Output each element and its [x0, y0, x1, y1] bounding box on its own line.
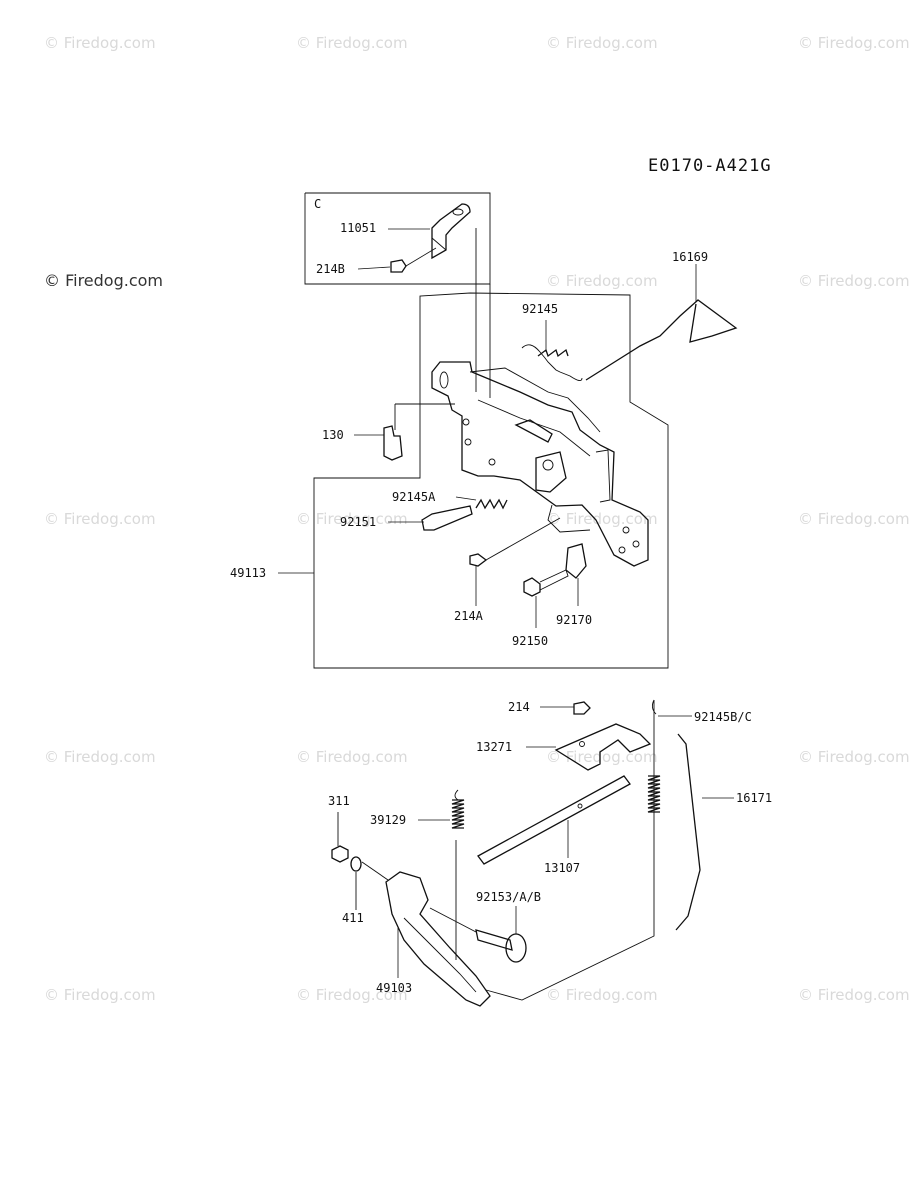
- part-label: 13271: [476, 740, 512, 754]
- watermark: © Firedog.com: [798, 272, 910, 290]
- watermark: © Firedog.com: [546, 986, 658, 1004]
- watermark: © Firedog.com: [44, 34, 156, 52]
- watermark: © Firedog.com: [296, 986, 408, 1004]
- screw-92151: [421, 505, 473, 531]
- lower-assembly-connectors: [337, 700, 655, 1001]
- part-label: 16169: [672, 250, 708, 264]
- lever-49103: [385, 871, 491, 1007]
- control-bracket-assembly: 92145 16169 130 92145A 92151 214A 92150 …: [230, 250, 738, 648]
- part-label: 13107: [544, 861, 580, 875]
- diagram-code: E0170-A421G: [648, 156, 772, 176]
- part-label: 311: [328, 794, 350, 808]
- part-label: 49103: [376, 981, 412, 995]
- upper-assembly-connectors: [313, 228, 669, 669]
- bolt-92153: [475, 929, 513, 951]
- plate-13271: [554, 723, 652, 771]
- watermark: © Firedog.com: [296, 510, 408, 528]
- part-label: 92145: [522, 302, 558, 316]
- nut-311: [331, 845, 349, 863]
- rod-16171: [675, 733, 701, 931]
- watermark: © Firedog.com: [296, 748, 408, 766]
- watermark: © Firedog.com: [798, 986, 910, 1004]
- part-label: 214: [508, 700, 530, 714]
- part-label: 92145A: [392, 490, 436, 504]
- bolt-214B: [390, 259, 407, 273]
- bolt-130: [383, 425, 403, 461]
- part-label: 16171: [736, 791, 772, 805]
- washer-411: [350, 856, 362, 872]
- inset-label: C: [314, 197, 321, 211]
- part-label: 92170: [556, 613, 592, 627]
- bracket-92170: [565, 543, 587, 579]
- part-label: 130: [322, 428, 344, 442]
- spring-92145A: [475, 498, 508, 510]
- watermark: © Firedog.com: [798, 748, 910, 766]
- part-label: 214B: [316, 262, 345, 276]
- part-label: 92150: [512, 634, 548, 648]
- part-label: 214A: [454, 609, 484, 623]
- spring-39129: [451, 799, 465, 829]
- watermark: © Firedog.com: [798, 510, 910, 528]
- watermark: © Firedog.com: [546, 272, 658, 290]
- watermark: © Firedog.com: [546, 34, 658, 52]
- spring-92145: [521, 344, 583, 381]
- watermark: © Firedog.com: [44, 510, 156, 528]
- control-plate: [431, 361, 649, 567]
- control-lever: [514, 419, 553, 443]
- screw-214A: [469, 553, 488, 567]
- watermark: © Firedog.com: [44, 986, 156, 1004]
- inset-c: C 11051 214B: [304, 192, 491, 285]
- shaft-13107: [477, 775, 631, 865]
- bolt-92150: [523, 577, 541, 597]
- part-label: 11051: [340, 221, 376, 235]
- part-label: 92145B/C: [694, 710, 752, 724]
- watermark: © Firedog.com: [296, 34, 408, 52]
- part-label: 411: [342, 911, 364, 925]
- watermark: © Firedog.com: [44, 748, 156, 766]
- wire-link-16169: [585, 299, 738, 381]
- control-lever-assembly: 214 13271 13107 92145B/C 16171 39129 311…: [328, 699, 772, 1007]
- part-label: 49113: [230, 566, 266, 580]
- watermark: © Firedog.com: [546, 510, 658, 528]
- bracket-11051: [431, 203, 471, 260]
- watermark: © Firedog.com: [798, 34, 910, 52]
- spring-92145BC: [647, 775, 661, 813]
- part-label: 92151: [340, 515, 376, 529]
- screw-214: [573, 701, 591, 715]
- part-label: 92153/A/B: [476, 890, 541, 904]
- watermark-grid: © Firedog.com © Firedog.com © Firedog.co…: [44, 34, 910, 1004]
- part-label: 39129: [370, 813, 406, 827]
- governor-arm: [535, 451, 567, 493]
- watermark-main: © Firedog.com: [44, 271, 163, 290]
